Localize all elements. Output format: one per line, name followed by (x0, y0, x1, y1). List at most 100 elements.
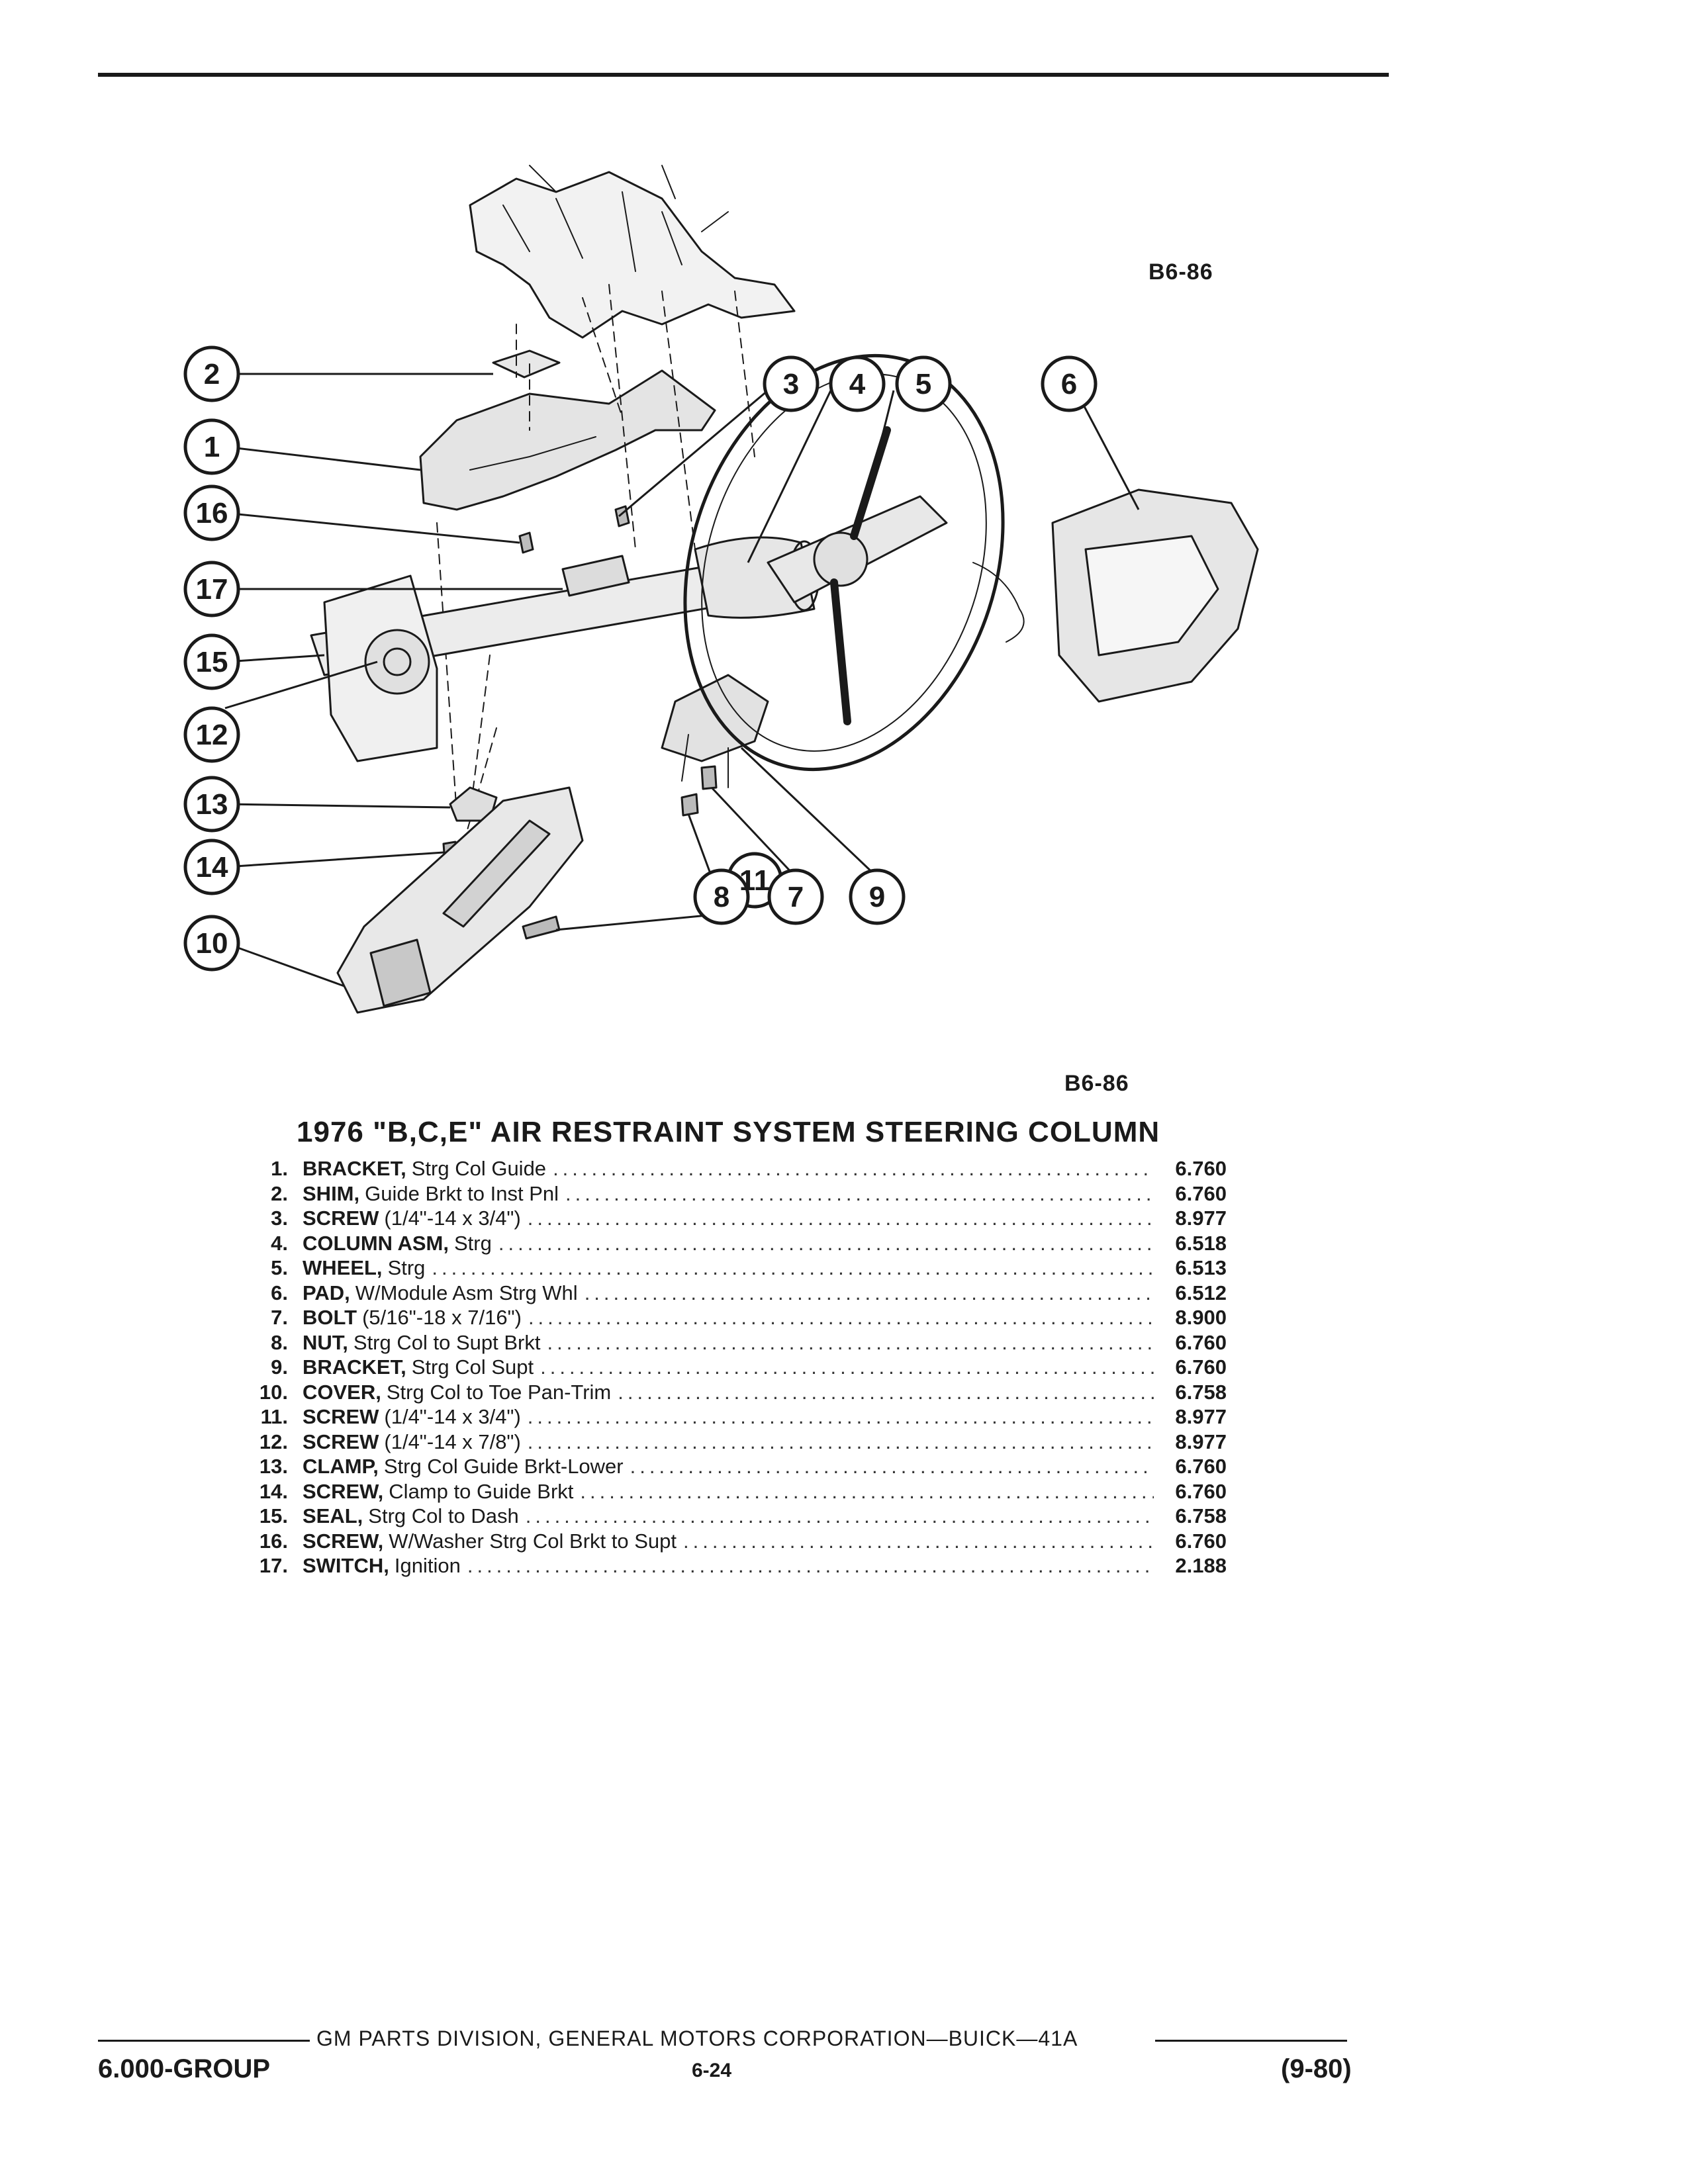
part-name: COVER, (303, 1380, 381, 1404)
footer-rule-left (98, 2040, 310, 2042)
part-row: 8. NUT,Strg Col to Supt Brkt 6.760 (248, 1331, 1241, 1356)
part-description: Guide Brkt to Inst Pnl (365, 1181, 559, 1205)
leader-dots (521, 1206, 1154, 1230)
part-group-code: 2.188 (1175, 1554, 1227, 1577)
part-name: NUT, (303, 1330, 348, 1354)
callout-3: 3 (783, 368, 799, 400)
part-name: SEAL, (303, 1504, 363, 1527)
leader-dots (611, 1381, 1154, 1404)
part-description: (5/16"-18 x 7/16") (362, 1306, 522, 1329)
part-number: 7. (271, 1306, 288, 1329)
footer-group: 6.000-GROUP (98, 2054, 271, 2083)
callout-1: 1 (204, 431, 220, 463)
callout-5: 5 (915, 368, 931, 400)
top-rule (98, 73, 1389, 77)
part-row: 11.SCREW(1/4"-14 x 3/4")8.977 (248, 1405, 1241, 1430)
leader-dots (522, 1306, 1154, 1330)
part-name: BOLT (303, 1306, 357, 1329)
leader-dots (578, 1281, 1154, 1305)
callout-8: 8 (714, 881, 729, 913)
part-description: (1/4"-14 x 3/4") (384, 1405, 521, 1428)
part-number: 8. (271, 1330, 288, 1354)
part-group-code: 6.760 (1175, 1479, 1227, 1503)
callout-9: 9 (869, 881, 885, 913)
part-group-code: 8.977 (1175, 1430, 1227, 1453)
callout-12: 12 (196, 719, 228, 751)
leader-dots (559, 1182, 1154, 1206)
part-name: SCREW (303, 1405, 379, 1428)
leader-dots (425, 1256, 1154, 1280)
parts-list: 1.BRACKET,Strg Col Guide6.7602.SHIM,Guid… (248, 1157, 1241, 1579)
support-bracket-part (661, 674, 769, 762)
part-row: 16.SCREW,W/Washer Strg Col Brkt to Supt6… (248, 1529, 1241, 1555)
part-name: BRACKET, (303, 1157, 406, 1180)
part-description: Strg Col Guide Brkt-Lower (383, 1455, 624, 1478)
part-name: SCREW, (303, 1479, 384, 1503)
part-number: 12. (259, 1430, 288, 1453)
leader-dots (677, 1529, 1154, 1553)
callout-7: 7 (788, 881, 804, 913)
part-description: Strg (454, 1231, 492, 1255)
part-name: CLAMP, (303, 1455, 379, 1478)
part-row: 13. CLAMP,Strg Col Guide Brkt-Lower 6.760 (248, 1455, 1241, 1480)
part-name: COLUMN ASM, (303, 1231, 449, 1255)
part-name: PAD, (303, 1281, 350, 1304)
part-name: WHEEL, (303, 1256, 383, 1279)
part-number: 4. (271, 1231, 288, 1255)
steering-column-diagram: 2 1 16 17 15 12 13 14 10 11 3 4 5 6 8 7 … (183, 165, 1259, 1014)
part-number: 11. (260, 1405, 288, 1428)
part-group-code: 6.760 (1175, 1455, 1227, 1478)
part-number: 3. (271, 1206, 288, 1230)
part-group-code: 8.977 (1175, 1206, 1227, 1230)
part-description: Strg Col to Dash (368, 1504, 519, 1527)
callout-10: 10 (196, 927, 228, 960)
shim-part (492, 349, 561, 379)
part-row: 1. BRACKET,Strg Col Guide 6.760 (248, 1157, 1241, 1182)
page-title: 1976 "B,C,E" AIR RESTRAINT SYSTEM STEERI… (297, 1116, 1160, 1148)
part-description: Clamp to Guide Brkt (389, 1479, 574, 1503)
footer-corporation: GM PARTS DIVISION, GENERAL MOTORS CORPOR… (316, 2026, 1078, 2050)
part-group-code: 6.512 (1175, 1281, 1227, 1304)
leader-dots (540, 1331, 1154, 1355)
leader-dots (521, 1405, 1154, 1429)
leader-dots (461, 1554, 1154, 1578)
leader-dots (534, 1355, 1154, 1379)
part-description: Strg (387, 1256, 426, 1279)
part-group-code: 6.758 (1175, 1380, 1227, 1404)
part-row: 2.SHIM,Guide Brkt to Inst Pnl6.760 (248, 1182, 1241, 1207)
part-number: 15. (259, 1504, 288, 1527)
part-description: Strg Col to Supt Brkt (353, 1330, 541, 1354)
part-name: SHIM, (303, 1181, 360, 1205)
part-group-code: 6.760 (1175, 1529, 1227, 1553)
part-description: W/Washer Strg Col Brkt to Supt (389, 1529, 677, 1553)
footer-page-number: 6-24 (692, 2060, 732, 2081)
part-name: SCREW, (303, 1529, 384, 1553)
part-group-code: 6.760 (1175, 1330, 1227, 1354)
part-row: 6.PAD,W/Module Asm Strg Whl6.512 (248, 1281, 1241, 1306)
part-row: 15.SEAL,Strg Col to Dash6.758 (248, 1504, 1241, 1529)
part-number: 14. (259, 1479, 288, 1503)
callout-13: 13 (196, 788, 228, 821)
part-row: 14. SCREW,Clamp to Guide Brkt 6.760 (248, 1480, 1241, 1505)
part-name: BRACKET, (303, 1355, 406, 1379)
footer-rule-right (1155, 2040, 1347, 2042)
leader-dots (519, 1504, 1154, 1528)
part-description: (1/4"-14 x 7/8") (384, 1430, 521, 1453)
part-group-code: 8.900 (1175, 1306, 1227, 1329)
part-row: 17.SWITCH,Ignition2.188 (248, 1554, 1241, 1579)
part-number: 2. (271, 1181, 288, 1205)
part-number: 10. (259, 1380, 288, 1404)
part-number: 1. (271, 1157, 288, 1180)
part-name: SCREW (303, 1206, 379, 1230)
figure-code-bottom: B6-86 (1064, 1071, 1129, 1096)
part-group-code: 6.513 (1175, 1256, 1227, 1279)
footer-date: (9-80) (1281, 2054, 1352, 2083)
callout-2: 2 (204, 358, 220, 390)
part-group-code: 6.760 (1175, 1157, 1227, 1180)
part-number: 13. (259, 1455, 288, 1478)
part-number: 5. (271, 1256, 288, 1279)
part-description: W/Module Asm Strg Whl (355, 1281, 578, 1304)
part-description: Strg Col Guide (411, 1157, 547, 1180)
part-group-code: 6.760 (1175, 1355, 1227, 1379)
part-row: 9.BRACKET,Strg Col Supt6.760 (248, 1355, 1241, 1381)
